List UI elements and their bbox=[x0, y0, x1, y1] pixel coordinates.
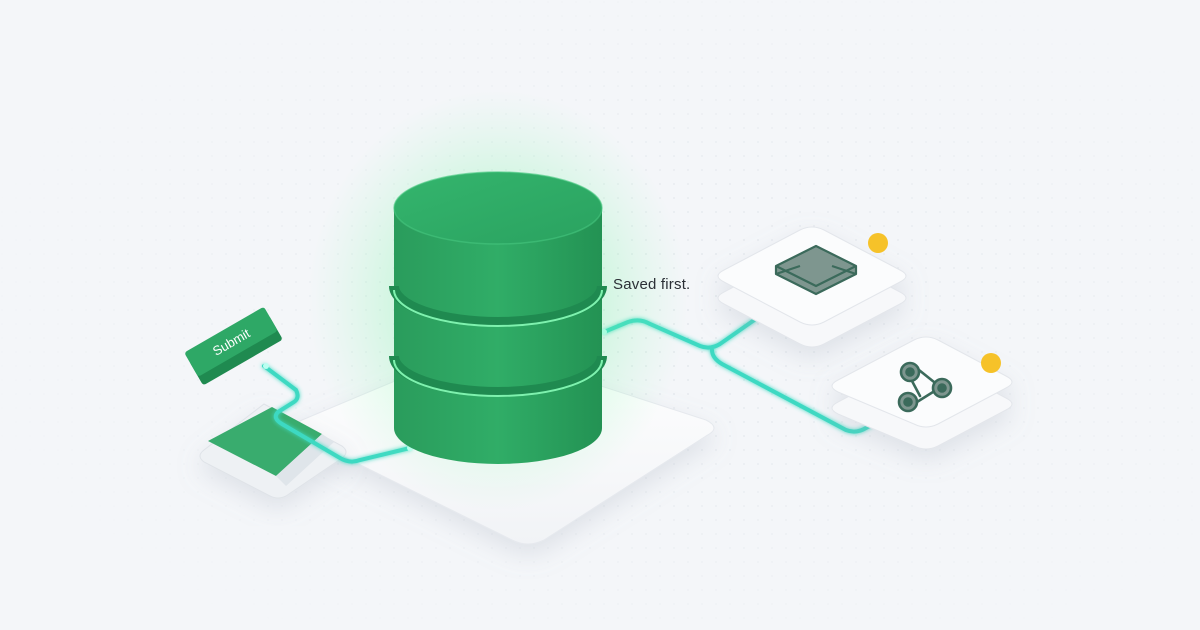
status-dot-email bbox=[868, 233, 888, 253]
status-dot-webhook bbox=[981, 353, 1001, 373]
envelope-icon bbox=[774, 244, 858, 296]
line-submit-to-db bbox=[262, 364, 412, 464]
node-submit bbox=[263, 363, 269, 369]
line-split-to-webhook bbox=[710, 348, 878, 434]
target-card-webhook[interactable] bbox=[831, 336, 1013, 450]
webhook-icon bbox=[897, 361, 953, 413]
target-card-email[interactable] bbox=[717, 226, 907, 348]
caption-text: Saved first. bbox=[613, 276, 691, 293]
database-icon bbox=[389, 171, 607, 464]
